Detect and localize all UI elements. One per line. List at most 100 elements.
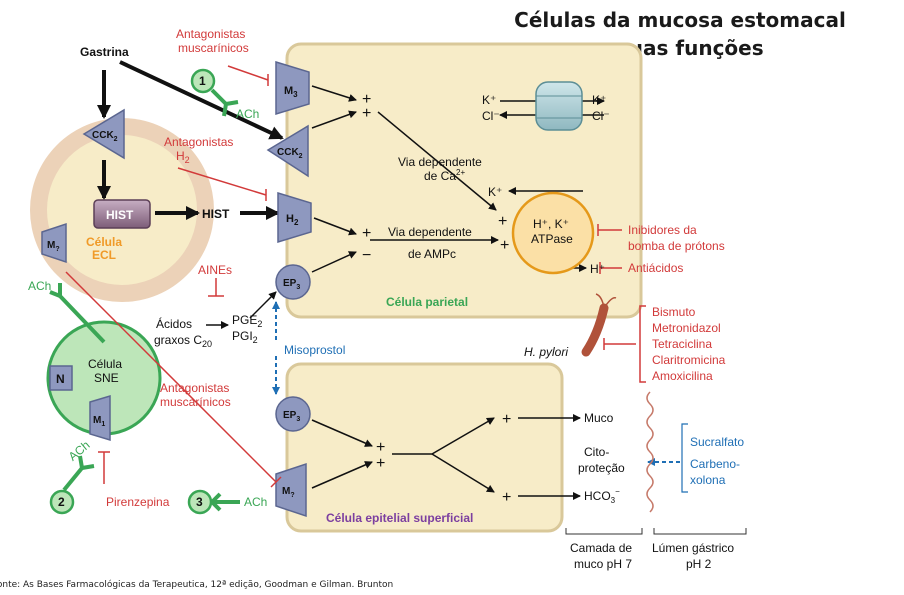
h-label: H⁺ — [590, 262, 605, 276]
pirenzepina-label: Pirenzepina — [106, 495, 170, 509]
hist-box — [93, 199, 151, 229]
acidos-label-2: graxos C20 — [154, 333, 212, 349]
pgi2-label: PGI2 — [232, 329, 258, 345]
atpase-label-1: H⁺, K⁺ — [533, 217, 569, 231]
ep3-epithelial-label: EP3 — [283, 410, 300, 423]
h2-label: H2 — [286, 213, 299, 227]
celula-parietal-label: Célula parietal — [386, 295, 468, 309]
plus-hco3: + — [502, 489, 511, 506]
neuron-3-number: 3 — [196, 495, 203, 509]
hist-label: HIST — [202, 207, 230, 221]
antibiotic-5: Amoxicilina — [652, 369, 713, 383]
antag-musc-bot-1: Antagonistas — [160, 381, 229, 395]
m3-receptor — [275, 60, 310, 116]
gastrina-label: Gastrina — [80, 45, 129, 59]
title-line-1: Células da mucosa estomacal — [514, 8, 846, 32]
neuron-3-marker — [187, 489, 213, 515]
cl-label-right: Cl⁻ — [592, 109, 610, 123]
ach-neuron-2 — [62, 455, 95, 492]
ach-neuron-3 — [210, 492, 240, 512]
antibiotic-4: Claritromicina — [652, 353, 726, 367]
h-pylori-label: H. pylori — [524, 345, 568, 359]
k-label-left: K⁺ — [482, 93, 496, 107]
minus-ep3: − — [362, 247, 371, 264]
antibiotic-1: Bismuto — [652, 305, 696, 319]
carbenoxolona-2: xolona — [690, 473, 726, 487]
m3-label: M3 — [284, 85, 298, 99]
ion-channel — [535, 81, 583, 131]
antag-musc-top-2: muscarínicos — [178, 41, 249, 55]
plus-ampc-path: + — [500, 237, 509, 254]
inib-bomba-2: bomba de prótons — [628, 239, 725, 253]
celula-sne-2: SNE — [94, 371, 119, 385]
parietal-cell — [285, 42, 643, 319]
celula-ecl-2: ECL — [92, 248, 116, 262]
celula-ecl-1: Célula — [86, 235, 122, 249]
m1-label: M1 — [93, 415, 105, 428]
lumen-1: Lúmen gástrico — [652, 541, 734, 555]
sucralfato-label: Sucralfato — [690, 435, 744, 449]
n-box — [49, 365, 73, 391]
hist-box-label: HIST — [106, 208, 134, 222]
lumen-2: pH 2 — [686, 557, 712, 571]
bracket-mucus — [565, 528, 643, 535]
plus-epi-2: + — [376, 455, 385, 472]
inhibition-lines — [65, 65, 646, 488]
m-unknown-ecl-receptor — [41, 222, 67, 264]
via-ca-1: Via dependente — [398, 155, 482, 169]
ep3-parietal-receptor — [275, 264, 311, 300]
antiacidos-label: Antiácidos — [628, 261, 683, 275]
via-ampc-2: de AMPc — [408, 247, 456, 261]
citoprotecao-2: proteção — [578, 461, 625, 475]
m-q-epithelial-label: M? — [282, 486, 295, 499]
acidos-label-1: Ácidos — [156, 316, 192, 331]
antibiotic-2: Metronidazol — [652, 321, 721, 335]
antag-musc-bot-2: muscarínicos — [160, 395, 231, 409]
m1-receptor — [89, 394, 111, 442]
antibiotic-3: Tetraciclina — [652, 337, 712, 351]
misoprostol-arrows — [272, 301, 680, 466]
plus-m3: + — [362, 91, 371, 108]
k-label-right: K⁺ — [592, 93, 606, 107]
atpase-label-2: ATPase — [531, 232, 573, 246]
epithelial-cell — [285, 362, 564, 533]
plus-cck2: + — [362, 105, 371, 122]
n-label: N — [56, 372, 65, 386]
gastrin-to-cck2-parietal-arrow — [119, 60, 284, 140]
carbenoxolona-1: Carbeno- — [690, 457, 740, 471]
ach-label-3: ACh — [244, 495, 267, 509]
cl-label-left: Cl⁻ — [482, 109, 500, 123]
h-k-atpase — [511, 191, 595, 275]
bracket-lumen — [653, 528, 747, 535]
ach-label-ecl: ACh — [28, 279, 51, 293]
pge2-label: PGE2 — [232, 313, 262, 329]
cck2-parietal-receptor — [266, 124, 309, 178]
camada-muco-2: muco pH 7 — [574, 557, 632, 571]
bracket-sucralfato — [681, 423, 688, 493]
ach-neuron-1 — [210, 88, 239, 117]
mucus-boundary — [646, 391, 654, 513]
m-q-ecl-label: M? — [47, 240, 60, 253]
h2-receptor — [277, 191, 312, 244]
plus-ca-path: + — [498, 213, 507, 230]
via-ampc-1: Via dependente — [388, 225, 472, 239]
via-ca-2: de Ca2+ — [424, 168, 465, 183]
antag-musc-top-1: Antagonistas — [176, 27, 245, 41]
ach-label-1: ACh — [236, 107, 259, 121]
aines-label: AINEs — [198, 263, 232, 277]
page-title: Células da mucosa estomacal e suas funçõ… — [470, 6, 890, 62]
hco3-label: HCO3− — [584, 487, 620, 505]
ep3-epithelial-receptor — [275, 396, 311, 432]
antag-h2-2: H2 — [176, 149, 190, 165]
camada-muco-1: Camada de — [570, 541, 632, 555]
plus-muco: + — [502, 411, 511, 428]
celula-sne-1: Célula — [88, 357, 122, 371]
inib-bomba-1: Inibidores da — [628, 223, 697, 237]
neuron-1-number: 1 — [199, 74, 206, 88]
k-label-atpase: K⁺ — [488, 185, 502, 199]
h-pylori-icon — [581, 293, 617, 357]
ep3-parietal-label: EP3 — [283, 278, 300, 291]
antag-h2-1: Antagonistas — [164, 135, 233, 149]
